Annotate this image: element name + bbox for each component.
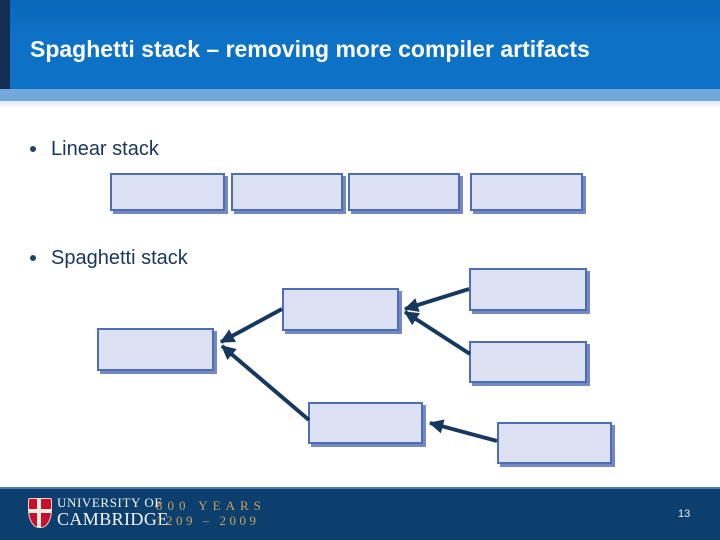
bullet-item-spaghetti-stack: Spaghetti stack bbox=[30, 246, 188, 270]
title-underline-fade bbox=[0, 101, 720, 108]
bullet-label: Spaghetti stack bbox=[51, 247, 188, 269]
title-band-left-stripe bbox=[0, 0, 10, 89]
page-number: 13 bbox=[678, 508, 691, 520]
anniversary-wordmark: 800 YEARS 1209 – 2009 bbox=[156, 499, 266, 527]
linear-stack-frame-3 bbox=[348, 173, 460, 211]
linear-stack-frame-1 bbox=[110, 173, 225, 211]
bullet-label: Linear stack bbox=[51, 138, 159, 160]
spaghetti-stack-frame-e bbox=[308, 402, 423, 444]
bullet-icon bbox=[30, 255, 36, 261]
frame-pointer-arrow-b-to-a bbox=[219, 307, 283, 344]
frame-pointer-arrow-f-to-e bbox=[428, 419, 498, 443]
frame-pointer-arrow-c-to-b bbox=[403, 287, 470, 312]
spaghetti-stack-frame-b bbox=[282, 288, 399, 331]
university-of-text: UNIVERSITY OF bbox=[57, 495, 163, 510]
spaghetti-stack-frame-d bbox=[469, 341, 587, 383]
bullet-item-linear-stack: Linear stack bbox=[30, 137, 159, 161]
linear-stack-frame-2 bbox=[231, 173, 343, 211]
years-800-text: 800 YEARS bbox=[156, 498, 266, 513]
cambridge-crest-icon bbox=[28, 498, 52, 528]
title-band bbox=[0, 0, 720, 89]
title-underline-strip bbox=[0, 89, 720, 101]
frame-pointer-arrow-e-to-a bbox=[220, 344, 311, 422]
linear-stack-frame-4 bbox=[470, 173, 583, 211]
footer-band: UNIVERSITY OF CAMBRIDGE 800 YEARS 1209 –… bbox=[0, 487, 720, 540]
bullet-icon bbox=[30, 146, 36, 152]
years-range-text: 1209 – 2009 bbox=[156, 513, 260, 528]
university-wordmark: UNIVERSITY OF CAMBRIDGE bbox=[57, 496, 169, 528]
slide-title: Spaghetti stack – removing more compiler… bbox=[30, 36, 590, 62]
cambridge-text: CAMBRIDGE bbox=[57, 509, 169, 529]
frame-pointer-arrow-d-to-b bbox=[403, 310, 472, 356]
spaghetti-stack-frame-f bbox=[497, 422, 612, 464]
spaghetti-stack-frame-a bbox=[97, 328, 214, 371]
spaghetti-stack-frame-c bbox=[469, 268, 587, 311]
